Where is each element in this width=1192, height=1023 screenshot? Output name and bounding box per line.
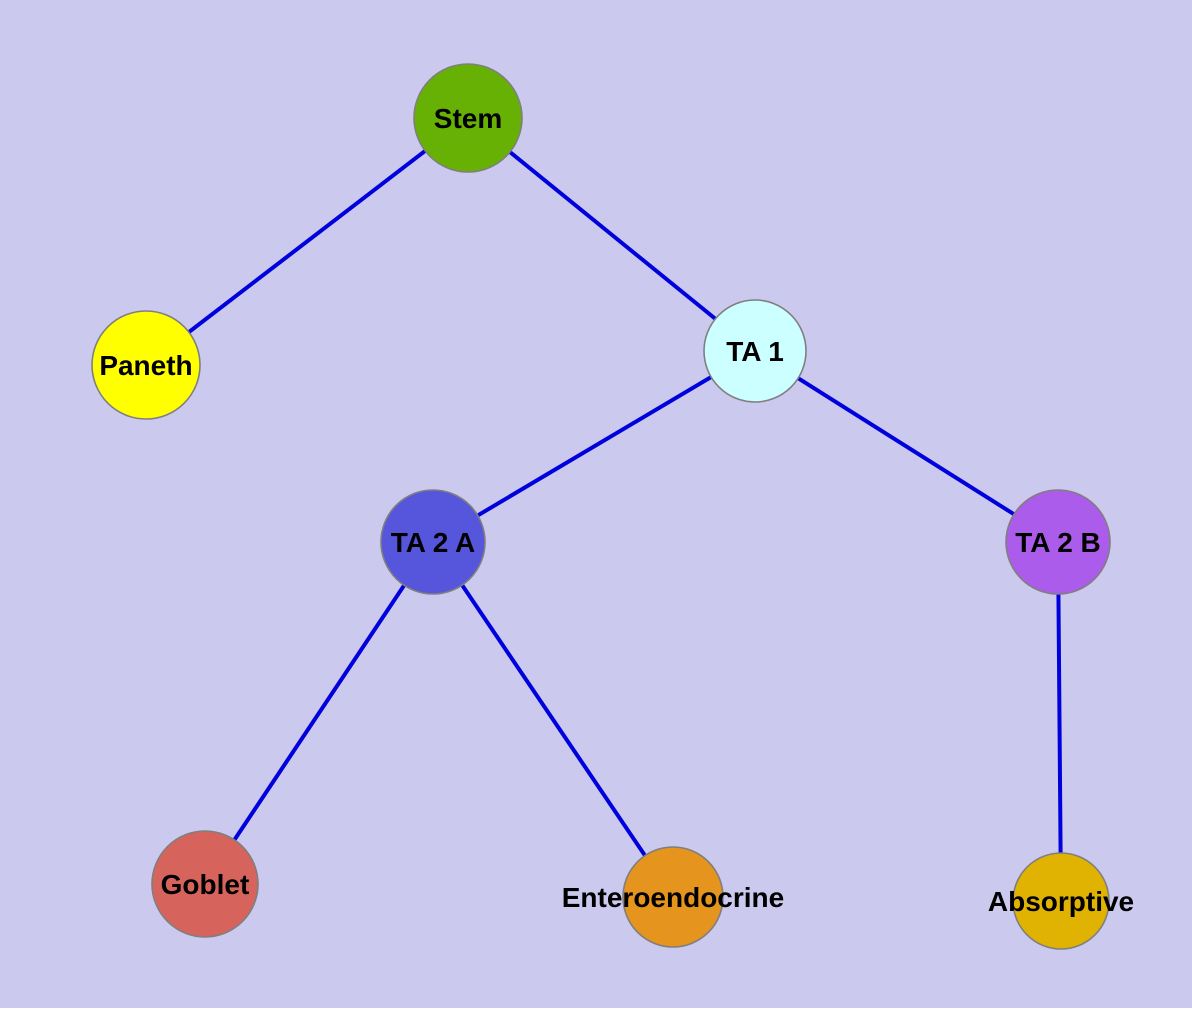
node-circle-ta2b[interactable] bbox=[1005, 489, 1111, 595]
node-circle-ta1[interactable] bbox=[703, 299, 807, 403]
node-circle-absorptive[interactable] bbox=[1012, 852, 1110, 950]
node-ta1[interactable]: TA 1 bbox=[703, 299, 807, 403]
edge-ta2a-enteroendocrine bbox=[431, 540, 675, 899]
edge-ta2b-absorptive bbox=[1056, 541, 1063, 902]
edge-stem-ta1 bbox=[466, 116, 757, 353]
edge-ta1-ta2a bbox=[431, 349, 757, 544]
edge-ta1-ta2b bbox=[753, 349, 1060, 544]
node-ta2b[interactable]: TA 2 B bbox=[1005, 489, 1111, 595]
edge-stem-paneth bbox=[144, 116, 470, 367]
node-circle-goblet[interactable] bbox=[151, 830, 259, 938]
node-circle-ta2a[interactable] bbox=[380, 489, 486, 595]
node-absorptive[interactable]: Absorptive bbox=[988, 852, 1134, 950]
edge-ta2a-goblet bbox=[203, 540, 435, 886]
node-circle-paneth[interactable] bbox=[91, 310, 201, 420]
node-ta2a[interactable]: TA 2 A bbox=[380, 489, 486, 595]
node-goblet[interactable]: Goblet bbox=[151, 830, 259, 938]
node-enteroendocrine[interactable]: Enteroendocrine bbox=[562, 846, 784, 948]
node-paneth[interactable]: Paneth bbox=[91, 310, 201, 420]
node-stem[interactable]: Stem bbox=[413, 63, 523, 173]
node-circle-enteroendocrine[interactable] bbox=[622, 846, 724, 948]
node-circle-stem[interactable] bbox=[413, 63, 523, 173]
